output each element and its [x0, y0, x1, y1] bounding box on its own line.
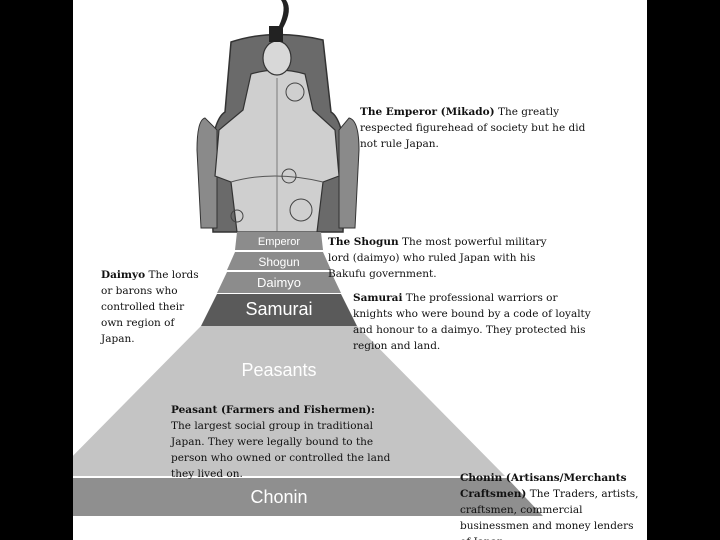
tier-label-samurai: Samurai: [206, 299, 352, 320]
tier-label-shogun: Shogun: [226, 255, 332, 269]
emperor-illustration: [197, 0, 359, 232]
note-peasant: Peasant (Farmers and Fishermen): The lar…: [171, 402, 391, 482]
note-shogun: The Shogun The most powerful military lo…: [328, 234, 560, 282]
tier-label-peasants: Peasants: [186, 360, 372, 381]
tier-label-daimyo: Daimyo: [226, 275, 332, 290]
note-peasant-body: The largest social group in traditional …: [171, 420, 390, 480]
note-samurai-title: Samurai: [353, 292, 402, 304]
note-shogun-title: The Shogun: [328, 236, 399, 248]
note-emperor: The Emperor (Mikado) The greatly respect…: [360, 104, 600, 152]
note-peasant-title: Peasant (Farmers and Fishermen):: [171, 404, 375, 416]
tier-label-chonin: Chonin: [179, 487, 379, 508]
note-emperor-title: The Emperor (Mikado): [360, 106, 495, 118]
note-chonin: Chonin (Artisans/Merchants Craftsmen) Th…: [460, 470, 646, 540]
note-samurai: Samurai The professional warriors or kni…: [353, 290, 593, 354]
note-daimyo: Daimyo The lords or barons who controlle…: [101, 267, 209, 347]
tier-label-emperor: Emperor: [226, 236, 332, 248]
slide: Emperor Shogun Daimyo Samurai Peasants C…: [73, 0, 647, 540]
note-daimyo-title: Daimyo: [101, 269, 145, 281]
